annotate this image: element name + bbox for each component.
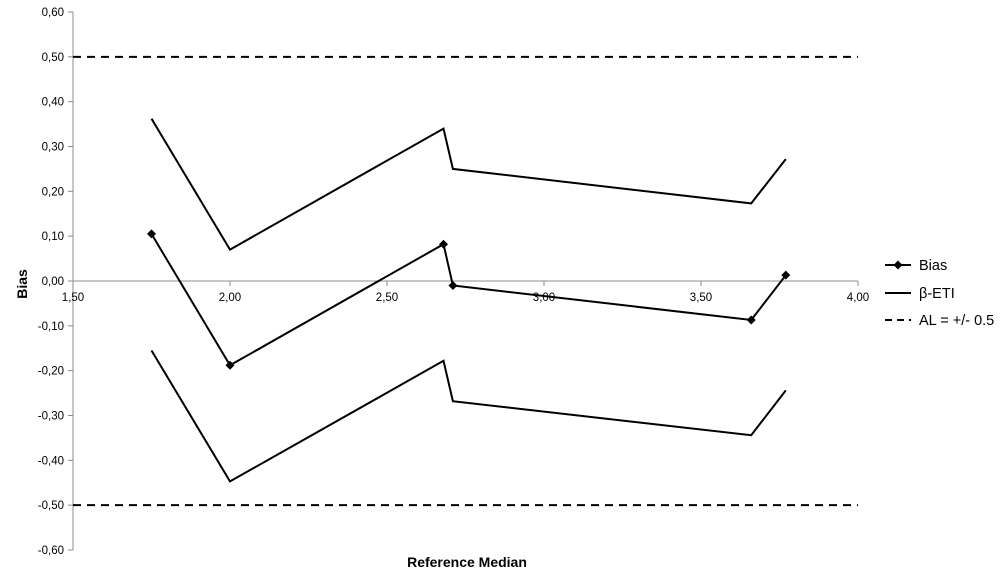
y-tick-label: -0,10 [38, 321, 64, 333]
legend: Bias β-ETI AL = +/- 0.5 [885, 258, 994, 329]
plot-area [73, 55, 858, 507]
legend-bias-marker [893, 260, 903, 270]
bias-point [448, 280, 458, 290]
x-axis-title: Reference Median [407, 554, 527, 570]
x-tick-label: 1,50 [62, 292, 84, 304]
y-tick-label: 0,00 [42, 276, 64, 288]
bias-point [746, 315, 756, 325]
x-tick-label: 2,50 [376, 292, 398, 304]
y-tick-label: 0,30 [42, 142, 64, 154]
legend-label-eti: β-ETI [919, 286, 955, 302]
x-tick-label: 3,00 [533, 292, 555, 304]
legend-label-al: AL = +/- 0.5 [919, 313, 994, 329]
bias-point [147, 229, 156, 239]
y-tick-label: 0,10 [42, 231, 64, 243]
y-tick-label: 0,50 [42, 52, 64, 64]
x-tick-label: 4,00 [847, 292, 869, 304]
eti-lower-line [150, 349, 787, 483]
y-tick-label: 0,40 [42, 97, 64, 109]
y-tick-label: -0,30 [38, 411, 64, 423]
bias-point [439, 239, 449, 249]
y-tick-label: 0,60 [42, 7, 64, 19]
y-tick-label: -0,20 [38, 366, 64, 378]
x-tick-label: 2,00 [219, 292, 241, 304]
bias-point [781, 270, 791, 280]
bias-point [225, 360, 235, 370]
y-tick-label: -0,60 [38, 545, 64, 557]
bias-line [150, 233, 787, 367]
y-tick-label: -0,40 [38, 455, 64, 467]
legend-label-bias: Bias [919, 258, 947, 274]
y-tick-label: 0,20 [42, 186, 64, 198]
y-tick-label: -0,50 [38, 500, 64, 512]
eti-upper-line [150, 118, 787, 251]
y-axis-title: Bias [14, 269, 30, 299]
x-tick-label: 3,50 [690, 292, 712, 304]
